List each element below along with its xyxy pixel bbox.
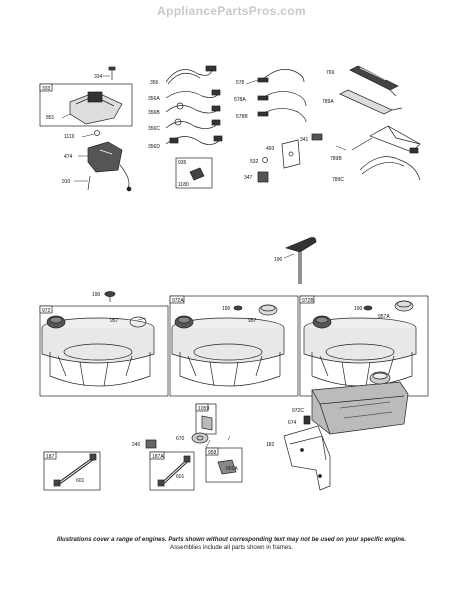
label-789a: 789A bbox=[322, 99, 334, 105]
label-578a: 578A bbox=[234, 97, 246, 103]
part-493 bbox=[281, 139, 301, 169]
label-356d: 356D bbox=[148, 144, 160, 150]
label-187a: 187A bbox=[152, 454, 164, 460]
part-789a bbox=[339, 89, 393, 115]
label-333: 333 bbox=[42, 86, 51, 92]
label-578: 578 bbox=[236, 80, 245, 86]
label-578b: 578B bbox=[236, 114, 248, 120]
footer-line-2: Assemblies include all parts shown in fr… bbox=[170, 544, 293, 551]
label-474: 474 bbox=[64, 154, 73, 160]
label-972b: 972B bbox=[302, 298, 314, 304]
label-851: 851 bbox=[46, 115, 55, 121]
label-493: 493 bbox=[266, 146, 275, 152]
label-789c: 789C bbox=[332, 177, 344, 183]
label-601: 601 bbox=[76, 478, 85, 484]
label-182: 182 bbox=[266, 442, 275, 448]
footer-note: Illustrations cover a range of engines. … bbox=[0, 536, 463, 552]
part-769 bbox=[349, 65, 399, 91]
wire-578 bbox=[261, 69, 305, 83]
label-190-handle: 190 bbox=[274, 257, 283, 263]
frame-958 bbox=[205, 447, 243, 483]
label-1180: 1180 bbox=[178, 182, 189, 188]
frame-333 bbox=[39, 83, 133, 127]
label-972: 972 bbox=[42, 308, 51, 314]
handle-190 bbox=[284, 237, 317, 253]
frame-972 bbox=[39, 305, 169, 397]
label-1059: 1059 bbox=[198, 406, 209, 412]
fuel-tank-972c bbox=[311, 371, 409, 435]
label-187: 187 bbox=[46, 454, 55, 460]
bracket-182 bbox=[283, 425, 331, 491]
label-910: 910 bbox=[62, 179, 71, 185]
label-341: 341 bbox=[300, 137, 309, 143]
label-356: 356 bbox=[150, 80, 159, 86]
label-190-a: 190 bbox=[92, 292, 101, 298]
frame-187 bbox=[43, 451, 101, 491]
label-356b: 356B bbox=[148, 110, 160, 116]
fuel-tank-972b bbox=[303, 300, 417, 387]
fuel-tank-972a bbox=[171, 304, 285, 387]
wire-356a bbox=[165, 91, 219, 99]
label-240: 240 bbox=[132, 442, 141, 448]
wire-578b bbox=[261, 108, 307, 123]
frame-935 bbox=[175, 157, 213, 189]
label-356c: 356C bbox=[148, 126, 160, 132]
frame-972a bbox=[169, 295, 299, 397]
label-356a: 356A bbox=[148, 96, 160, 102]
part-474 bbox=[87, 141, 123, 173]
label-190-c: 190 bbox=[354, 306, 363, 312]
label-601a: 601A bbox=[226, 466, 238, 472]
label-958: 958 bbox=[208, 450, 217, 456]
wire-356 bbox=[165, 69, 213, 83]
fuel-tank-972 bbox=[41, 315, 155, 387]
label-972a: 972A bbox=[172, 298, 184, 304]
label-957a: 957A bbox=[378, 314, 390, 320]
part-670 bbox=[191, 432, 209, 444]
label-670: 670 bbox=[176, 436, 185, 442]
label-347: 347 bbox=[244, 175, 253, 181]
label-957-b: 957 bbox=[248, 318, 257, 324]
site-watermark: AppliancePartsPros.com bbox=[157, 4, 306, 18]
wire-356c bbox=[165, 121, 219, 129]
label-1119: 1119 bbox=[64, 134, 75, 140]
label-935: 935 bbox=[178, 160, 187, 166]
label-972c: 972C bbox=[292, 408, 304, 414]
footer-line-1: Illustrations cover a range of engines. … bbox=[56, 536, 407, 543]
part-789c bbox=[359, 156, 421, 181]
label-957: 957 bbox=[110, 318, 119, 324]
label-789b: 789B bbox=[330, 156, 342, 162]
wire-578a bbox=[261, 91, 307, 107]
label-674: 674 bbox=[288, 420, 297, 426]
label-532: 532 bbox=[250, 159, 259, 165]
label-190-b: 190 bbox=[222, 306, 231, 312]
label-769: 769 bbox=[326, 70, 335, 76]
label-334: 334 bbox=[94, 74, 103, 80]
wire-356b bbox=[165, 105, 219, 114]
part-240 bbox=[145, 439, 157, 449]
label-601-b: 601 bbox=[176, 474, 185, 480]
frame-187a bbox=[149, 451, 195, 491]
